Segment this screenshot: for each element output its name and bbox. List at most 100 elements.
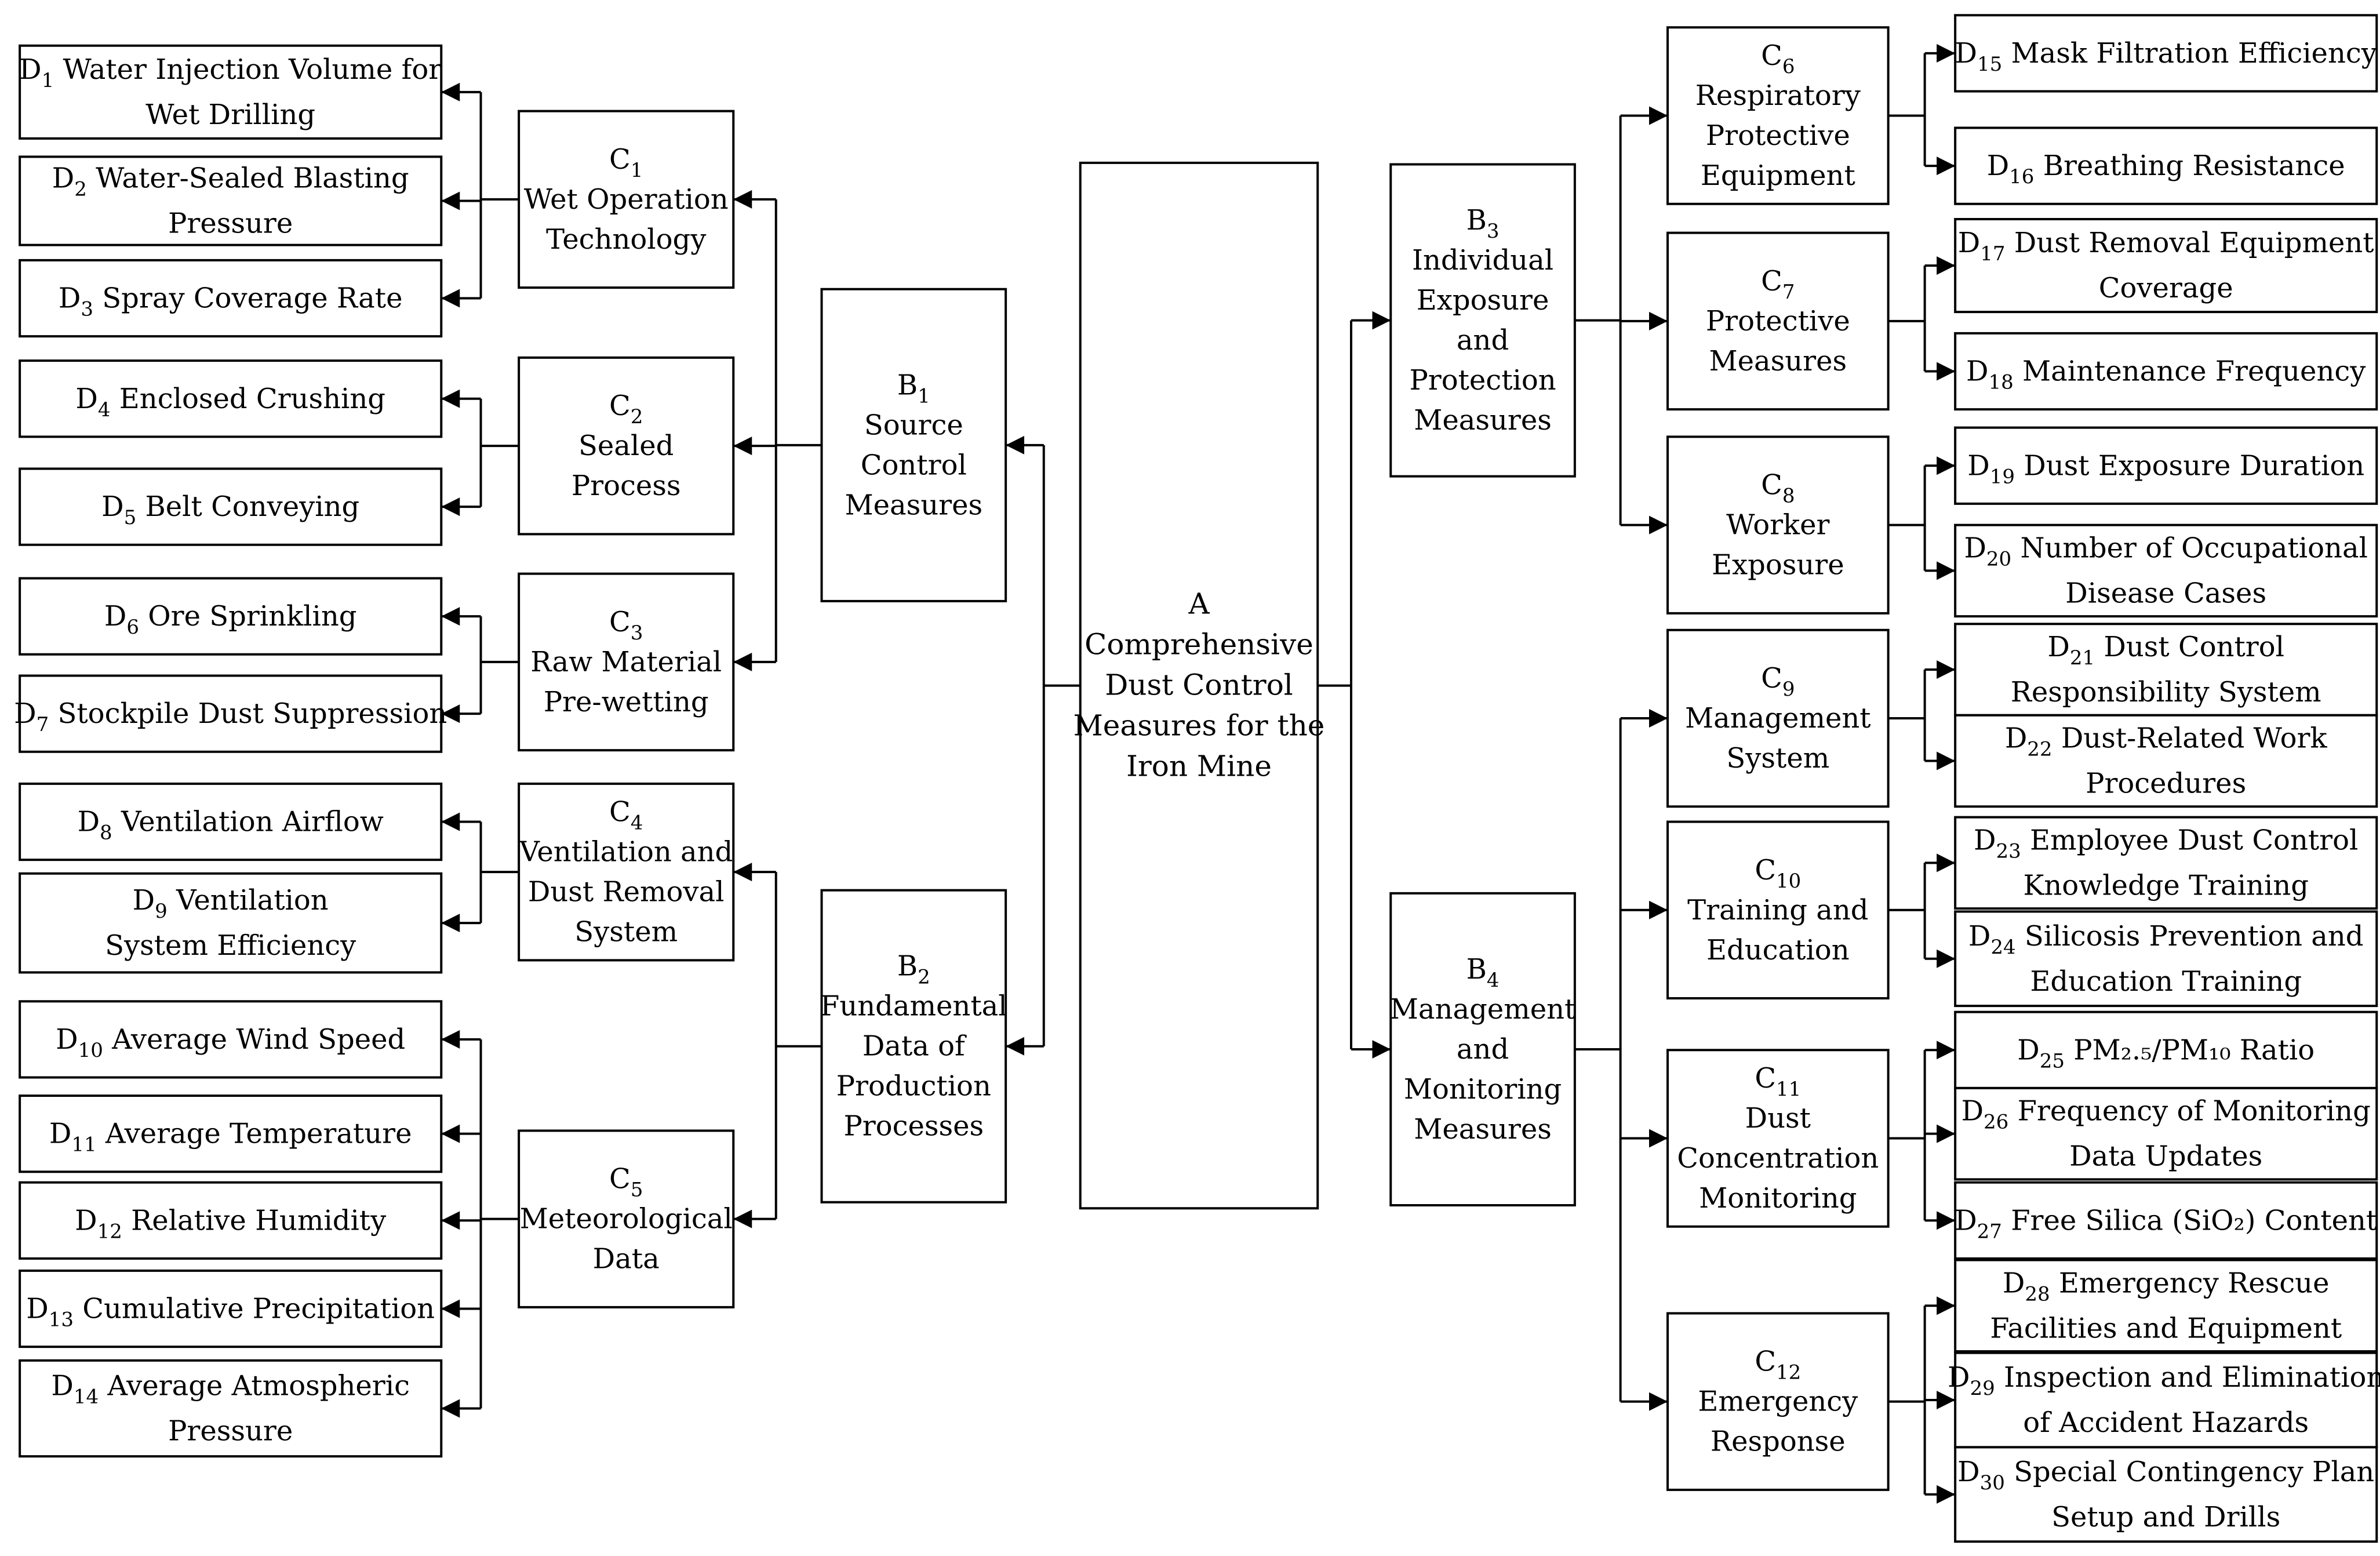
- node-id-subscript: 5: [124, 506, 137, 529]
- node-label-line: Raw Material: [530, 646, 722, 678]
- node-label-line: D10 Average Wind Speed: [56, 1023, 405, 1062]
- node-label-line: D24 Silicosis Prevention and: [1968, 920, 2364, 959]
- node-label-line: Fundamental: [820, 990, 1007, 1023]
- node-label-line: Sealed: [578, 430, 674, 462]
- node-box-c4: [518, 782, 735, 962]
- node-label-line: D17 Dust Removal Equipment: [1958, 227, 2374, 266]
- node-id-letter: C: [1761, 469, 1782, 501]
- node-box-d16: [1954, 126, 2378, 205]
- node-label-line: Education: [1706, 934, 1850, 966]
- node-label-line: Individual: [1412, 244, 1553, 277]
- node-label-line: D11 Average Temperature: [49, 1118, 412, 1157]
- node-label-line: Concentration: [1677, 1142, 1879, 1175]
- node-id-subscript: 7: [1782, 281, 1795, 304]
- node-id-letter: B: [897, 369, 918, 401]
- node-label-line: Protective: [1706, 119, 1850, 152]
- node-id-letter: D: [2003, 1267, 2025, 1299]
- node-label-line: D13 Cumulative Precipitation: [26, 1293, 435, 1332]
- node-label-line: and: [1457, 324, 1509, 357]
- node-id-subscript: 22: [2027, 738, 2052, 761]
- node-d18: D18 Maintenance Frequency: [1954, 332, 2378, 411]
- node-d12: D12 Relative Humidity: [19, 1181, 443, 1260]
- node-label-text: Emergency Rescue: [2050, 1267, 2330, 1299]
- node-label-line: D2 Water-Sealed Blasting: [52, 162, 409, 201]
- node-id-letter: D: [78, 806, 100, 838]
- node-label-id: C4: [609, 796, 643, 835]
- node-id-letter: C: [609, 143, 631, 176]
- node-label-line: Process: [572, 470, 681, 502]
- node-label-line: Response: [1711, 1426, 1846, 1458]
- node-d13: D13 Cumulative Precipitation: [19, 1269, 443, 1348]
- node-label-line: Measures: [1414, 404, 1552, 437]
- node-d15: D15 Mask Filtration Efficiency: [1954, 14, 2378, 93]
- node-id-subscript: 1: [918, 384, 930, 408]
- node-id-subscript: 3: [631, 621, 643, 645]
- node-box-d14: [19, 1359, 443, 1458]
- node-id-subscript: 15: [1977, 53, 2002, 76]
- node-id-letter: D: [2047, 631, 2069, 663]
- node-label-line: Monitoring: [1699, 1182, 1857, 1215]
- node-id-subscript: 14: [74, 1385, 99, 1408]
- node-label-line: D20 Number of Occupational: [1964, 532, 2368, 570]
- node-d3: D3 Spray Coverage Rate: [19, 259, 443, 338]
- node-box-c6: [1666, 26, 1890, 205]
- node-label-line: System Efficiency: [105, 929, 356, 962]
- node-label-text: Dust Removal Equipment: [2006, 227, 2374, 259]
- node-id-letter: C: [1755, 1346, 1776, 1378]
- node-id-letter: C: [609, 390, 631, 422]
- node-label-id: C1: [609, 143, 643, 182]
- node-label-line: D29 Inspection and Elimination: [1948, 1361, 2380, 1400]
- node-label-line: D4 Enclosed Crushing: [75, 383, 385, 421]
- node-label-text: Number of Occupational: [2011, 532, 2368, 564]
- node-id-letter: B: [897, 950, 918, 983]
- node-label-text: Average Wind Speed: [103, 1023, 405, 1056]
- node-label-line: Ventilation and: [519, 836, 733, 868]
- node-id-subscript: 2: [918, 966, 930, 989]
- node-id-letter: C: [1761, 265, 1782, 297]
- node-id-subscript: 5: [631, 1179, 643, 1202]
- node-box-d17: [1954, 218, 2378, 314]
- node-box-d4: [19, 359, 443, 438]
- node-box-d8: [19, 782, 443, 861]
- node-id-subscript: 16: [2009, 165, 2034, 188]
- node-box-b4: [1389, 892, 1576, 1206]
- node-label-text: Ventilation Airflow: [112, 806, 384, 838]
- node-label-id: C8: [1761, 469, 1795, 508]
- node-label-line: Disease Cases: [2065, 577, 2266, 609]
- node-id-subscript: 12: [97, 1220, 122, 1243]
- node-id-letter: D: [75, 383, 97, 415]
- node-label-line: D28 Emergency Rescue: [2003, 1267, 2330, 1306]
- node-label-line: D15 Mask Filtration Efficiency: [1955, 37, 2377, 76]
- node-label-line: Wet Drilling: [145, 99, 315, 131]
- node-label-line: D7 Stockpile Dust Suppression: [14, 697, 447, 736]
- node-id-subscript: 8: [100, 821, 112, 845]
- node-label-line: D27 Free Silica (SiO₂) Content: [1955, 1204, 2377, 1243]
- node-label-text: Dust Control: [2095, 631, 2284, 663]
- node-label-line: Measures: [1414, 1113, 1552, 1146]
- node-id-letter: C: [1761, 39, 1782, 72]
- node-box-d20: [1954, 523, 2378, 618]
- node-box-d29: [1954, 1351, 2378, 1449]
- node-id-letter: C: [609, 606, 631, 638]
- node-label-line: D5 Belt Conveying: [101, 490, 359, 529]
- node-box-d7: [19, 674, 443, 753]
- node-id-subscript: 4: [1487, 969, 1500, 992]
- node-id-subscript: 4: [98, 398, 111, 421]
- node-label-line: Measures for the: [1073, 709, 1325, 743]
- node-label-line: Protective: [1706, 305, 1850, 337]
- node-label-line: D18 Maintenance Frequency: [1966, 355, 2366, 394]
- node-label-line: D16 Breathing Resistance: [1987, 150, 2345, 188]
- node-id-letter: D: [51, 1369, 73, 1402]
- node-id-letter: C: [1755, 854, 1776, 886]
- node-id-letter: D: [101, 490, 123, 523]
- node-id-subscript: 12: [1776, 1361, 1801, 1384]
- node-label-text: Ore Sprinkling: [139, 600, 356, 632]
- node-id-letter: D: [19, 53, 41, 86]
